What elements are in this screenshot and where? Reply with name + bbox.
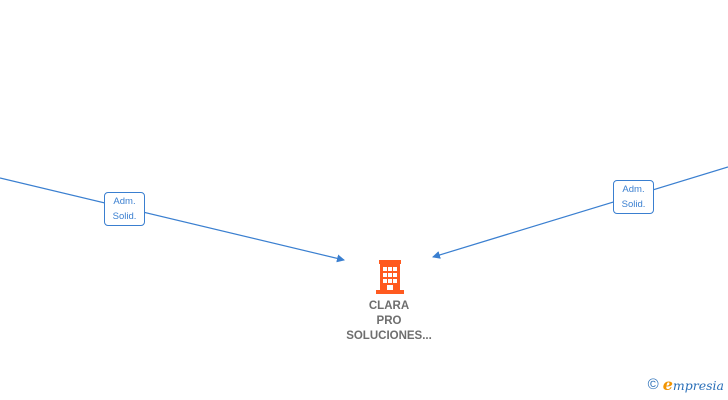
company-name-line1: CLARA: [368, 300, 410, 312]
edge-label-left[interactable]: Adm. Solid.: [104, 192, 145, 226]
brand-logo-rest: mpresia: [672, 378, 724, 393]
edge-label-right-line2: Solid.: [621, 199, 646, 210]
company-name-line2: PRO: [376, 315, 402, 327]
edge-left-line: [0, 177, 345, 263]
edge-label-left-line2: Solid.: [112, 211, 137, 222]
company-node-label[interactable]: CLARA PRO SOLUCIONES...: [319, 299, 459, 344]
edge-right-line: [432, 166, 728, 259]
brand-logo-e: e: [662, 375, 673, 394]
brand-watermark: © empresia: [648, 375, 724, 394]
building-icon[interactable]: [375, 260, 405, 299]
copyright-icon: ©: [647, 376, 659, 393]
edge-label-right-line1: Adm.: [622, 184, 645, 195]
edge-label-right[interactable]: Adm. Solid.: [613, 180, 654, 214]
company-name-line3: SOLUCIONES...: [346, 330, 432, 342]
brand-logo: empresia: [663, 375, 724, 394]
edge-label-left-line1: Adm.: [113, 196, 136, 207]
